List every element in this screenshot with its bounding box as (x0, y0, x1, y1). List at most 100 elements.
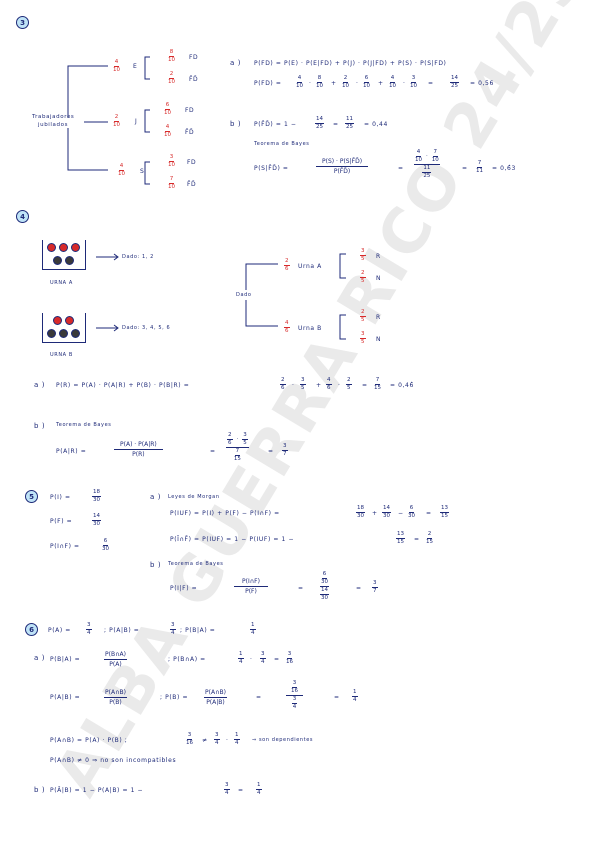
ex4-b-eq: = (210, 448, 216, 455)
b-n-label: N (376, 336, 382, 343)
ex4-bayes-title: Teorema de Bayes (56, 422, 112, 428)
ex5-a1-op0: + (372, 510, 378, 517)
ex5-b-formula: P(I∩F)P(F) (234, 577, 268, 596)
dice-a-label: Dado: 1, 2 (122, 254, 154, 260)
ex6-b-eq: = (238, 787, 244, 794)
exercise-4-number: 4 (16, 210, 29, 223)
ex6-b-label: b ) (34, 786, 46, 794)
ex3-b-result: = 0,44 (364, 121, 388, 128)
ex6-b-formula: P(Ā|B) = 1 − P(A|B) = 1 − (50, 787, 144, 794)
j-nfd-label: F̄D̄ (185, 129, 195, 136)
ex6-l1-eq: = (274, 656, 280, 663)
ex6-l3-dot: · (226, 737, 229, 744)
ex3-b-formula: P(F̄D̄) = 1 − (254, 121, 297, 128)
ex3-a-formula: P(FD) = P(E) · P(E|FD) + P(J) · P(J|FD) … (254, 60, 447, 67)
s-fd-label: FD (187, 159, 197, 166)
red-ball (47, 243, 56, 252)
ex4-a-op1: + (316, 382, 322, 389)
ex3-c-eq: = (398, 165, 404, 172)
tree-root-dado: Dado (236, 292, 252, 298)
a-n-label: N (376, 275, 382, 282)
red-ball (53, 316, 62, 325)
ex4-a-op3: = (362, 382, 368, 389)
black-ball (59, 329, 68, 338)
ex3-a-op2: · (356, 80, 359, 87)
black-ball (53, 256, 62, 265)
ex4-b-formula: P(A) · P(A|R)P(R) (114, 440, 163, 459)
urn-a-label: URNA A (50, 280, 73, 286)
ex5-a2: P(Ī∩F̄) = P(IUF) = 1 − P(IUF) = 1 − (170, 536, 295, 543)
ex5-a1-op1: − (398, 510, 404, 517)
ex3-c-eq2: = (462, 165, 468, 172)
ex5-morgan: Leyes de Morgan (168, 494, 220, 500)
a-r-label: R (376, 253, 381, 260)
urn-b-branch-label: Urna B (298, 325, 322, 332)
red-ball (65, 316, 74, 325)
ex6-l3-result: ⇒ son dependientes (252, 737, 314, 743)
ex5-b-label: b ) (150, 561, 162, 569)
ex4-b-eq2: = (268, 448, 274, 455)
ex6-l2-eq: = (256, 694, 262, 701)
ex6-l2-mid: ; P(B) = (160, 694, 189, 701)
ex5-b-eq2: = (356, 585, 362, 592)
ex3-a-lhs: P(FD) = (254, 80, 282, 87)
ex3-c-result: = 0,6̂3 (492, 165, 516, 172)
tree-root-label: Trabajadores (32, 114, 75, 120)
ex4-b-label: b ) (34, 422, 46, 430)
j-fd-label: FD (185, 107, 195, 114)
exercise-3-number: 3 (16, 16, 29, 29)
ex3-c-formula: P(S) · P(S|F̄D̄)P(F̄D̄) (316, 157, 369, 176)
ex5-pi: P(I) = (50, 494, 71, 501)
dice-b-label: Dado: 3, 4, 5, 6 (122, 325, 171, 331)
b-r-label: R (376, 314, 381, 321)
ex5-b-lhs: P(I|F) = (170, 585, 198, 592)
ex6-a-label: a ) (34, 654, 46, 662)
ex5-bayes-title: Teorema de Bayes (168, 561, 224, 567)
ex3-a-result: = 0,56 (470, 80, 494, 87)
s-nfd-label: F̄D̄ (187, 181, 197, 188)
ex4-a-result: = 0,46̂ (390, 382, 414, 389)
urn-b-label: URNA B (50, 352, 73, 358)
ex3-b-label: b ) (230, 120, 242, 128)
ex6-l1-mid: ; P(B∩A) = (168, 656, 206, 663)
